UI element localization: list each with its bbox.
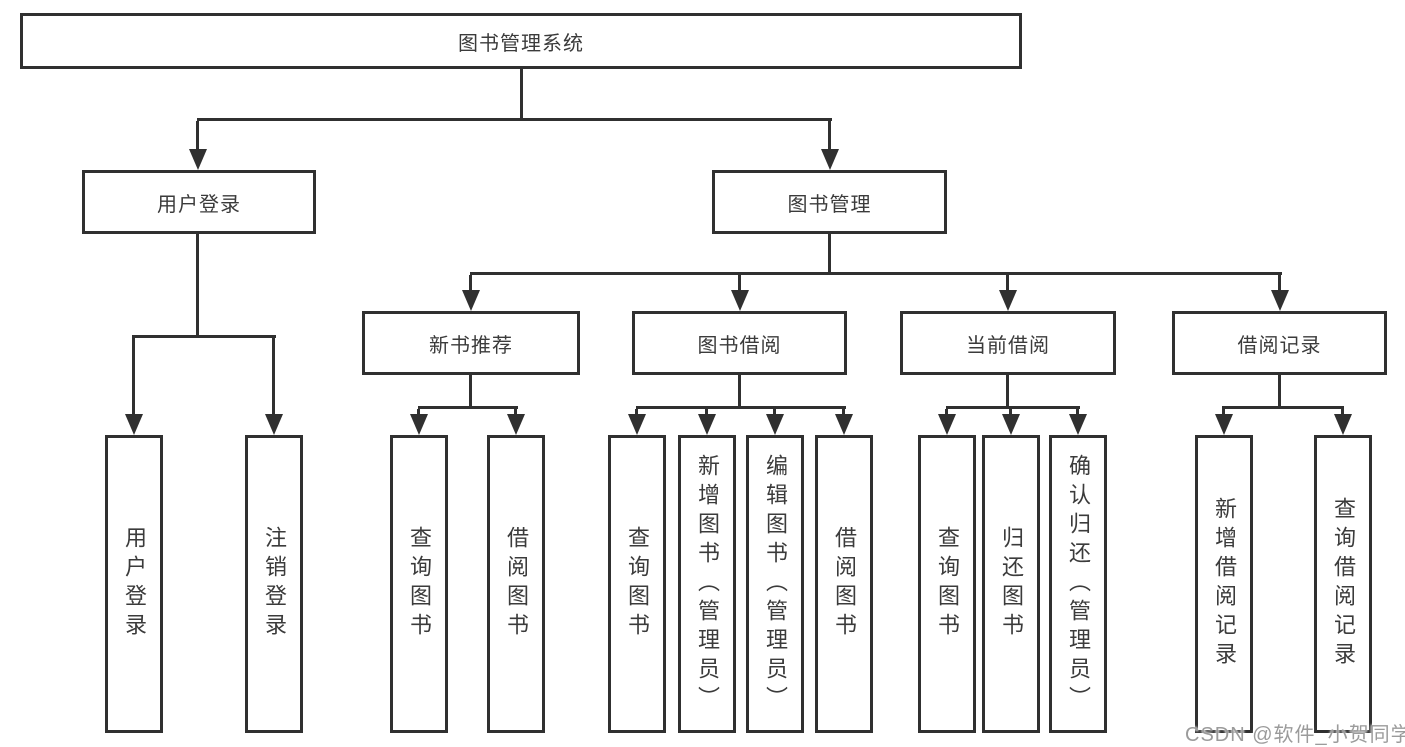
- csdn-watermark: CSDN @软件_小贺同学: [1185, 724, 1405, 746]
- leaf-newbook-query-books-label: 查询图书: [407, 526, 432, 642]
- arrow-down-icon: [410, 414, 428, 435]
- connector-line: [636, 406, 846, 409]
- connector-line: [470, 272, 1282, 275]
- leaf-newbook-borrow-books-label: 借阅图书: [504, 526, 529, 642]
- connector-line: [132, 338, 135, 414]
- arrow-down-icon: [265, 414, 283, 435]
- node-new-book-recommend: 新书推荐: [362, 311, 580, 375]
- leaf-user-login: 用户登录: [105, 435, 163, 733]
- connector-line: [1006, 275, 1009, 290]
- connector-line: [132, 335, 276, 338]
- connector-line: [417, 409, 420, 414]
- connector-line: [418, 406, 518, 409]
- arrow-down-icon: [1334, 414, 1352, 435]
- connector-line: [196, 121, 199, 149]
- leaf-borrow-books-label: 借阅图书: [832, 526, 857, 642]
- arrow-down-icon: [835, 414, 853, 435]
- connector-line: [738, 375, 741, 409]
- leaf-add-borrow-record-label: 新增借阅记录: [1212, 497, 1237, 671]
- node-new-book-label: 新书推荐: [429, 334, 513, 357]
- connector-line: [635, 409, 638, 414]
- arrow-down-icon: [1002, 414, 1020, 435]
- connector-line: [196, 234, 199, 338]
- arrow-down-icon: [125, 414, 143, 435]
- leaf-current-query-books-label: 查询图书: [935, 526, 960, 642]
- node-borrow-records-label: 借阅记录: [1237, 334, 1322, 357]
- leaf-logout: 注销登录: [245, 435, 303, 733]
- node-book-mgmt: 图书管理: [712, 170, 947, 234]
- connector-line: [520, 69, 523, 118]
- arrow-down-icon: [462, 290, 480, 311]
- arrow-down-icon: [1215, 414, 1233, 435]
- connector-line: [1341, 409, 1344, 414]
- leaf-query-borrow-record-label: 查询借阅记录: [1331, 497, 1356, 671]
- node-user-login: 用户登录: [82, 170, 316, 234]
- arrow-down-icon: [1271, 290, 1289, 311]
- arrow-down-icon: [628, 414, 646, 435]
- node-root: 图书管理系统: [20, 13, 1022, 69]
- connector-line: [738, 275, 741, 290]
- node-book-mgmt-label: 图书管理: [787, 193, 872, 216]
- node-book-borrow-label: 图书借阅: [697, 334, 782, 357]
- node-root-label: 图书管理系统: [458, 32, 584, 55]
- connector-line: [1222, 406, 1344, 409]
- connector-line: [1222, 409, 1225, 414]
- leaf-edit-books-admin-label: 编辑图书（管理员）: [763, 453, 788, 715]
- arrow-down-icon: [189, 149, 207, 170]
- arrow-down-icon: [731, 290, 749, 311]
- arrow-down-icon: [766, 414, 784, 435]
- leaf-add-books-admin-label: 新增图书（管理员）: [695, 453, 720, 715]
- connector-line: [842, 409, 845, 414]
- leaf-newbook-query-books: 查询图书: [390, 435, 448, 733]
- leaf-current-query-books: 查询图书: [918, 435, 976, 733]
- leaf-user-login-label: 用户登录: [122, 526, 147, 642]
- node-current-borrow: 当前借阅: [900, 311, 1116, 375]
- leaf-borrow-books: 借阅图书: [815, 435, 873, 733]
- node-book-borrow: 图书借阅: [632, 311, 847, 375]
- node-user-login-label: 用户登录: [157, 193, 241, 216]
- arrow-down-icon: [938, 414, 956, 435]
- leaf-add-borrow-record: 新增借阅记录: [1195, 435, 1253, 733]
- connector-line: [469, 375, 472, 409]
- connector-line: [705, 409, 708, 414]
- connector-line: [514, 409, 517, 414]
- node-borrow-records: 借阅记录: [1172, 311, 1387, 375]
- arrow-down-icon: [507, 414, 525, 435]
- leaf-return-books: 归还图书: [982, 435, 1040, 733]
- leaf-logout-label: 注销登录: [262, 526, 287, 642]
- leaf-edit-books-admin: 编辑图书（管理员）: [746, 435, 804, 733]
- leaf-newbook-borrow-books: 借阅图书: [487, 435, 545, 733]
- connector-line: [1278, 275, 1281, 290]
- connector-line: [945, 409, 948, 414]
- arrow-down-icon: [698, 414, 716, 435]
- connector-line: [1076, 409, 1079, 414]
- leaf-borrow-query-books-label: 查询图书: [625, 526, 650, 642]
- arrow-down-icon: [821, 149, 839, 170]
- arrow-down-icon: [999, 290, 1017, 311]
- connector-line: [828, 121, 831, 149]
- leaf-add-books-admin: 新增图书（管理员）: [678, 435, 736, 733]
- connector-line: [272, 338, 275, 414]
- connector-line: [197, 118, 832, 121]
- connector-line: [469, 275, 472, 290]
- connector-line: [1009, 409, 1012, 414]
- leaf-return-books-label: 归还图书: [999, 526, 1024, 642]
- connector-line: [946, 406, 1080, 409]
- leaf-confirm-return-admin: 确认归还（管理员）: [1049, 435, 1107, 733]
- leaf-confirm-return-admin-label: 确认归还（管理员）: [1066, 453, 1091, 715]
- leaf-query-borrow-record: 查询借阅记录: [1314, 435, 1372, 733]
- connector-line: [828, 234, 831, 275]
- node-current-borrow-label: 当前借阅: [966, 334, 1050, 357]
- connector-line: [1006, 375, 1009, 409]
- arrow-down-icon: [1069, 414, 1087, 435]
- connector-line: [773, 409, 776, 414]
- leaf-borrow-query-books: 查询图书: [608, 435, 666, 733]
- connector-line: [1278, 375, 1281, 409]
